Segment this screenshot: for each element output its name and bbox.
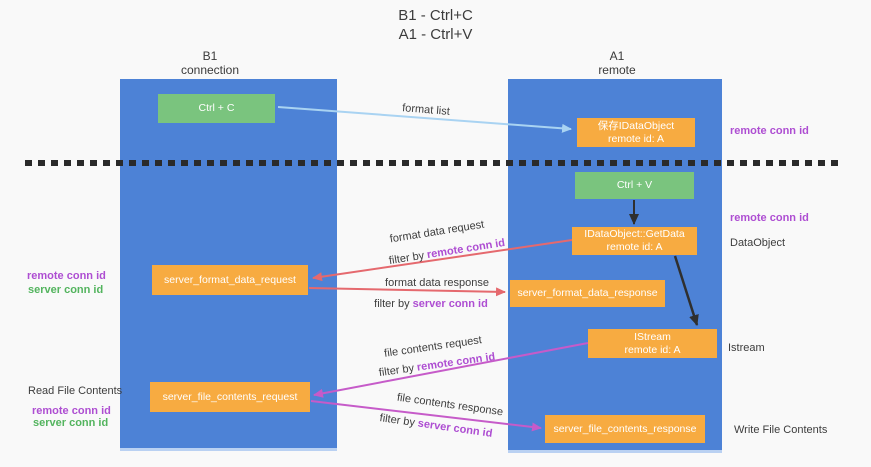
lifeline-b1-header: B1 connection bbox=[110, 49, 310, 77]
server-conn-id-keyword: server conn id bbox=[412, 298, 488, 310]
right-remote-conn-id-label-mid: remote conn id bbox=[730, 212, 809, 224]
istream-line1: IStream bbox=[634, 330, 671, 343]
ctrl-c-label: Ctrl + C bbox=[198, 102, 235, 114]
ctrl-v-label: Ctrl + V bbox=[616, 179, 653, 191]
server-file-contents-response-label: server_file_contents_response bbox=[553, 422, 697, 435]
dataobject-label: DataObject bbox=[730, 237, 786, 249]
server-file-contents-request-node: server_file_contents_request bbox=[150, 382, 310, 412]
b1-header-name: B1 bbox=[202, 49, 218, 63]
remote-conn-id-keyword: remote conn id bbox=[416, 350, 496, 374]
idataobject-getdata-node: IDataObject::GetData remote id: A bbox=[572, 227, 697, 255]
read-file-contents-label: Read File Contents bbox=[28, 385, 123, 397]
getdata-line2: remote id: A bbox=[606, 241, 663, 253]
istream-side-label: Istream bbox=[728, 342, 765, 354]
server-file-contents-request-label: server_file_contents_request bbox=[162, 390, 298, 403]
filter-by-text: filter by bbox=[388, 249, 426, 268]
a1-header-role: remote bbox=[598, 63, 636, 77]
remote-conn-id-keyword: remote conn id bbox=[426, 236, 506, 262]
left-server-conn-id-label-1: server conn id bbox=[28, 284, 104, 296]
right-remote-conn-id-label-top: remote conn id bbox=[730, 125, 809, 137]
title-line-1: B1 - Ctrl+C bbox=[398, 7, 473, 24]
server-format-data-response-label: server_format_data_response bbox=[517, 287, 658, 299]
write-file-contents-label: Write File Contents bbox=[734, 424, 828, 436]
filter-by-text: filter by bbox=[378, 412, 416, 429]
title-line-2: A1 - Ctrl+V bbox=[398, 26, 473, 43]
left-remote-conn-id-label-2: remote conn id bbox=[32, 405, 111, 417]
format-data-response-label: format data response bbox=[385, 277, 489, 289]
filter-by-text: filter by bbox=[378, 362, 415, 380]
save-idataobject-line1: 保存IDataObject bbox=[597, 119, 675, 132]
left-server-conn-id-label-2: server conn id bbox=[33, 417, 109, 429]
istream-line2: remote id: A bbox=[624, 343, 681, 356]
file-contents-response-label: file contents response bbox=[396, 391, 504, 419]
ctrl-v-node: Ctrl + V bbox=[575, 172, 694, 199]
server-format-data-request-label: server_format_data_request bbox=[164, 273, 296, 286]
left-remote-conn-id-label-1: remote conn id bbox=[27, 270, 106, 282]
getdata-line1: IDataObject::GetData bbox=[584, 228, 685, 240]
server-conn-id-keyword: server conn id bbox=[416, 417, 494, 440]
server-format-data-response-node: server_format_data_response bbox=[510, 280, 665, 307]
lifeline-a1-header: A1 remote bbox=[517, 49, 717, 77]
server-file-contents-response-node: server_file_contents_response bbox=[545, 415, 705, 443]
b1-header-role: connection bbox=[180, 63, 240, 77]
server-format-data-request-node: server_format_data_request bbox=[152, 265, 308, 295]
save-idataobject-node: 保存IDataObject remote id: A bbox=[577, 118, 695, 147]
save-idataobject-line2: remote id: A bbox=[607, 132, 665, 145]
filter-by-server-conn-id-label-2: filter byserver conn id bbox=[379, 412, 493, 440]
istream-node: IStream remote id: A bbox=[588, 329, 717, 358]
a1-header-name: A1 bbox=[609, 49, 625, 63]
diagram-title: B1 - Ctrl+C A1 - Ctrl+V bbox=[0, 6, 871, 44]
ctrl-c-node: Ctrl + C bbox=[158, 94, 275, 123]
filter-by-text: filter by bbox=[374, 298, 410, 310]
format-list-label: format list bbox=[401, 102, 451, 118]
